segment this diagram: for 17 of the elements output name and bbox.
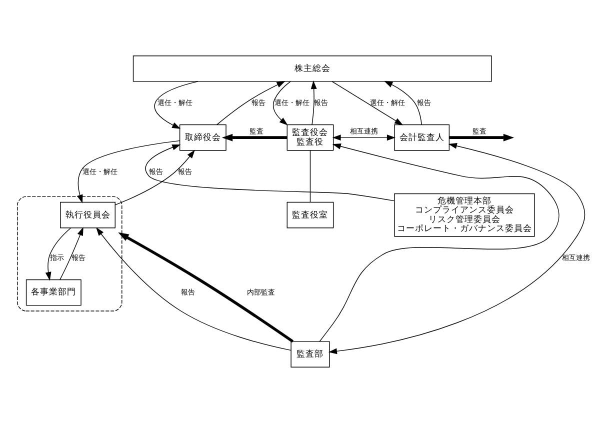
- edge-label: 報告: [72, 252, 86, 262]
- edge-label: 選任・解任: [274, 97, 310, 106]
- edge-label: 指示: [50, 252, 64, 262]
- edge-label: 報告: [149, 166, 164, 176]
- edge-label: 選任・解任: [157, 97, 192, 106]
- edge-label: 報告: [416, 97, 431, 106]
- edge-label: 監査: [250, 126, 264, 135]
- edge-label: 報告: [180, 286, 195, 296]
- edge-label: 報告: [251, 97, 266, 106]
- edge-label: 報告: [314, 97, 328, 106]
- edge-label: 内部監査: [247, 286, 276, 296]
- edge-label: 監査: [472, 126, 487, 135]
- edge-label: 相互連携: [350, 126, 378, 135]
- edge-label: 選任・解任: [370, 97, 405, 106]
- edge-label: 報告: [178, 166, 192, 176]
- edge-label: 相互連携: [562, 252, 590, 262]
- edge-label: 選任・解任: [82, 166, 118, 176]
